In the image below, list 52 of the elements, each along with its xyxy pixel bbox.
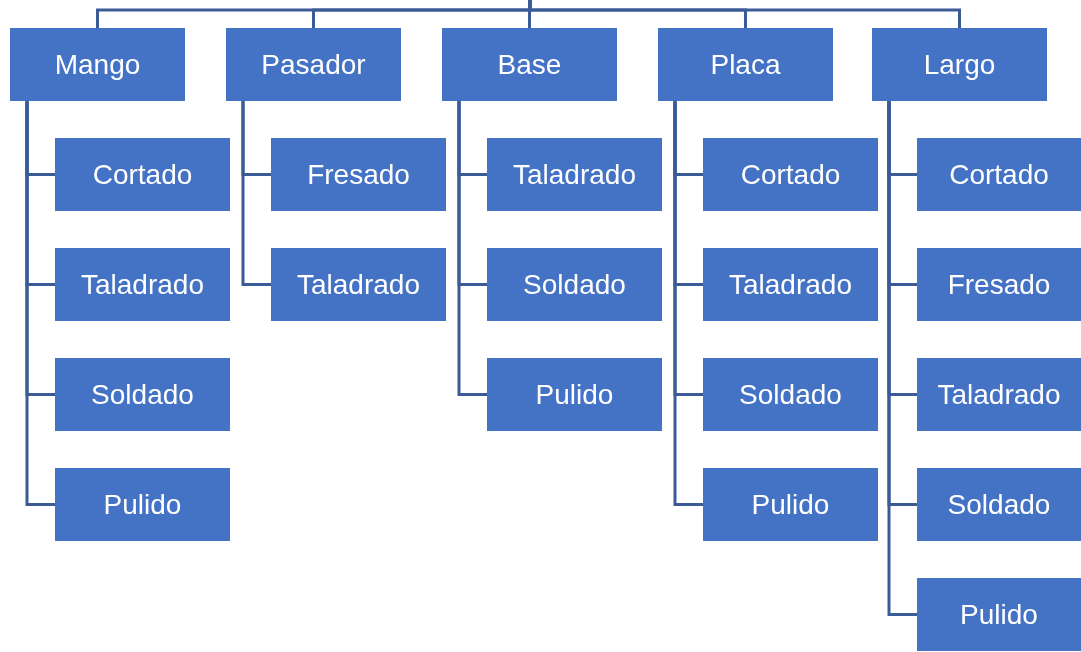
category-box [442, 28, 617, 101]
process-box [703, 248, 878, 321]
process-box [917, 248, 1081, 321]
process-box [917, 468, 1081, 541]
box-label: Soldado [947, 488, 1051, 521]
process-box [55, 468, 230, 541]
box-label: Pasador [261, 48, 366, 81]
box-label: Largo [923, 48, 996, 81]
box-label: Soldado [739, 378, 842, 411]
connector-line [673, 101, 703, 506]
process-box [55, 248, 230, 321]
process-box [271, 248, 446, 321]
box-label: Base [497, 48, 562, 81]
process-box [917, 138, 1081, 211]
box-label: Fresado [307, 158, 410, 191]
category-box [10, 28, 185, 101]
process-box [271, 138, 446, 211]
connector-line [25, 101, 55, 506]
box-label: Cortado [949, 158, 1049, 191]
category-box [658, 28, 833, 101]
box-label: Pulido [751, 488, 830, 521]
process-box [487, 138, 662, 211]
box-label: Pulido [535, 378, 614, 411]
box-label: Fresado [947, 268, 1051, 301]
box-label: Pulido [103, 488, 182, 521]
box-label: Cortado [92, 158, 193, 191]
process-box [487, 248, 662, 321]
box-label: Taladrado [81, 268, 204, 301]
process-box [55, 138, 230, 211]
process-box [487, 358, 662, 431]
box-label: Taladrado [937, 378, 1061, 411]
box-label: Soldado [91, 378, 194, 411]
process-box [55, 358, 230, 431]
process-box [703, 138, 878, 211]
box-label: Mango [54, 48, 141, 81]
connector-line [457, 101, 487, 396]
box-label: Placa [710, 48, 781, 81]
box-label: Taladrado [513, 158, 636, 191]
process-box [917, 578, 1081, 651]
box-label: Cortado [740, 158, 841, 191]
box-label: Taladrado [297, 268, 420, 301]
box-label: Taladrado [729, 268, 852, 301]
category-box [872, 28, 1047, 101]
process-box [703, 468, 878, 541]
box-label: Pulido [960, 598, 1038, 631]
connector-line [887, 101, 917, 616]
box-label: Soldado [523, 268, 626, 301]
connector-line [241, 101, 271, 286]
process-box [917, 358, 1081, 431]
connector-line [528, 0, 961, 28]
category-box [226, 28, 401, 101]
process-box [703, 358, 878, 431]
